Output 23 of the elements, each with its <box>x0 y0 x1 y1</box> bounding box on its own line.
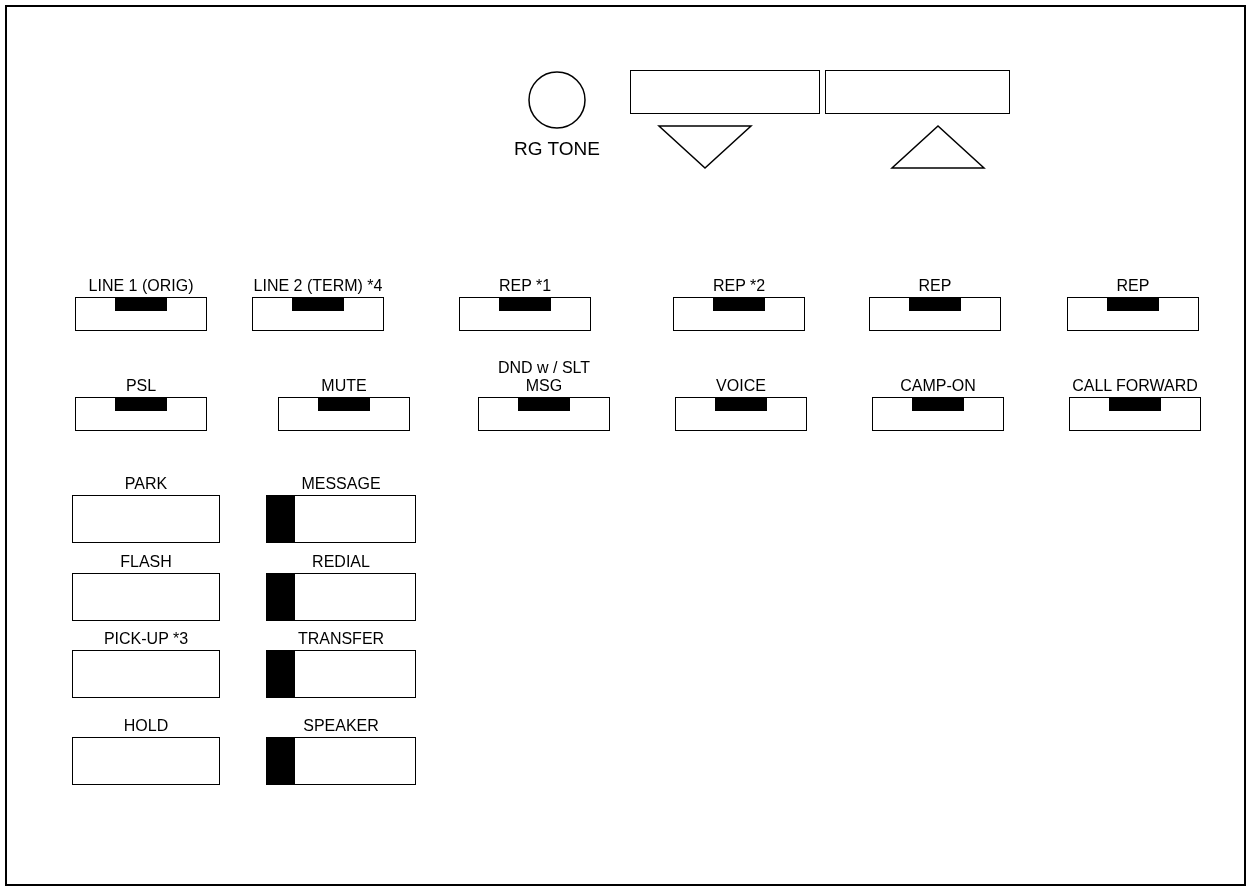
key-label: LINE 1 (ORIG) <box>87 276 195 296</box>
key-label: HOLD <box>122 716 170 736</box>
key-label: REP <box>917 276 953 296</box>
key-label: CALL FORWARD <box>1071 376 1199 396</box>
key-label: REP *1 <box>497 276 553 296</box>
key-label: PICK-UP *3 <box>102 629 190 649</box>
key-label: FLASH <box>119 552 173 572</box>
key-label: LINE 2 (TERM) *4 <box>252 276 384 296</box>
key-label: VOICE <box>715 376 767 396</box>
key-label: CAMP-ON <box>899 376 977 396</box>
key-label: PSL <box>124 376 158 396</box>
key-label: TRANSFER <box>296 629 386 649</box>
key-label: DND w / SLT MSG <box>496 358 592 396</box>
key-label: SPEAKER <box>302 716 380 736</box>
key-label: MESSAGE <box>300 474 382 494</box>
key-label: MUTE <box>320 376 368 396</box>
lamp-label: RG TONE <box>513 138 601 160</box>
key-label: PARK <box>123 474 169 494</box>
key-label: REP <box>1115 276 1151 296</box>
display-window <box>630 70 820 114</box>
display-window <box>825 70 1010 114</box>
key-label: REDIAL <box>311 552 371 572</box>
key-label: REP *2 <box>711 276 767 296</box>
